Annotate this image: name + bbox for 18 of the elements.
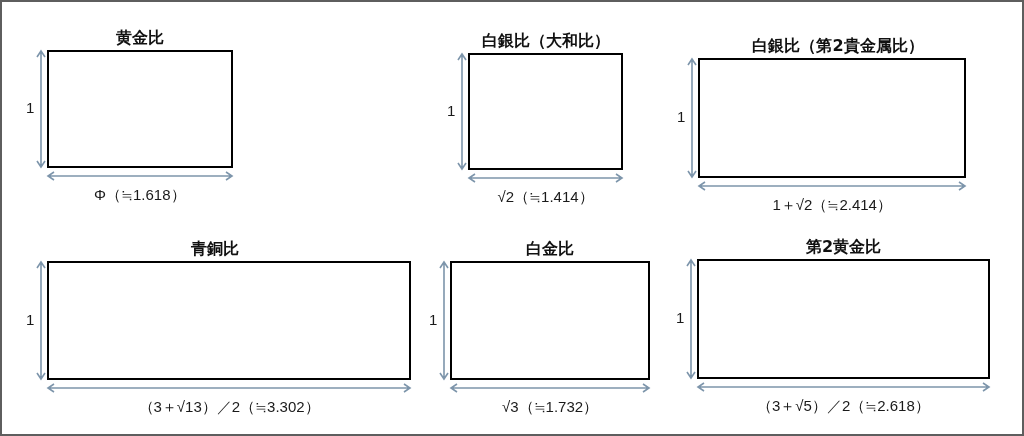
dimension-label: （3＋√13）／2（≒3.302） (138, 398, 320, 416)
dimension-label: √2（≒1.414） (497, 188, 594, 206)
dimension-label: 1 (677, 108, 686, 126)
rectangle-title: 第2黄金比 (805, 237, 882, 256)
dimension-label: √3（≒1.732） (502, 398, 599, 416)
rectangle-title: 白銀比（大和比） (481, 31, 610, 50)
dimension-label: 1 (447, 101, 456, 120)
rectangle-title: 青銅比 (191, 239, 239, 258)
dimension-label: 1 (676, 309, 685, 327)
rectangle-title: 黄金比 (116, 28, 164, 47)
dimension-label: 1 (26, 310, 35, 329)
dimension-label: 1＋√2（≒2.414） (772, 196, 892, 214)
dimension-label: Φ（≒1.618） (94, 186, 186, 204)
dimension-label: 1 (429, 310, 438, 329)
rectangle-title: 白金比 (526, 239, 574, 258)
dimension-label: 1 (26, 99, 35, 117)
rectangle-title: 白銀比（第2貴金属比） (752, 36, 924, 55)
dimension-label: （3＋√5）／2（≒2.618） (757, 397, 930, 415)
